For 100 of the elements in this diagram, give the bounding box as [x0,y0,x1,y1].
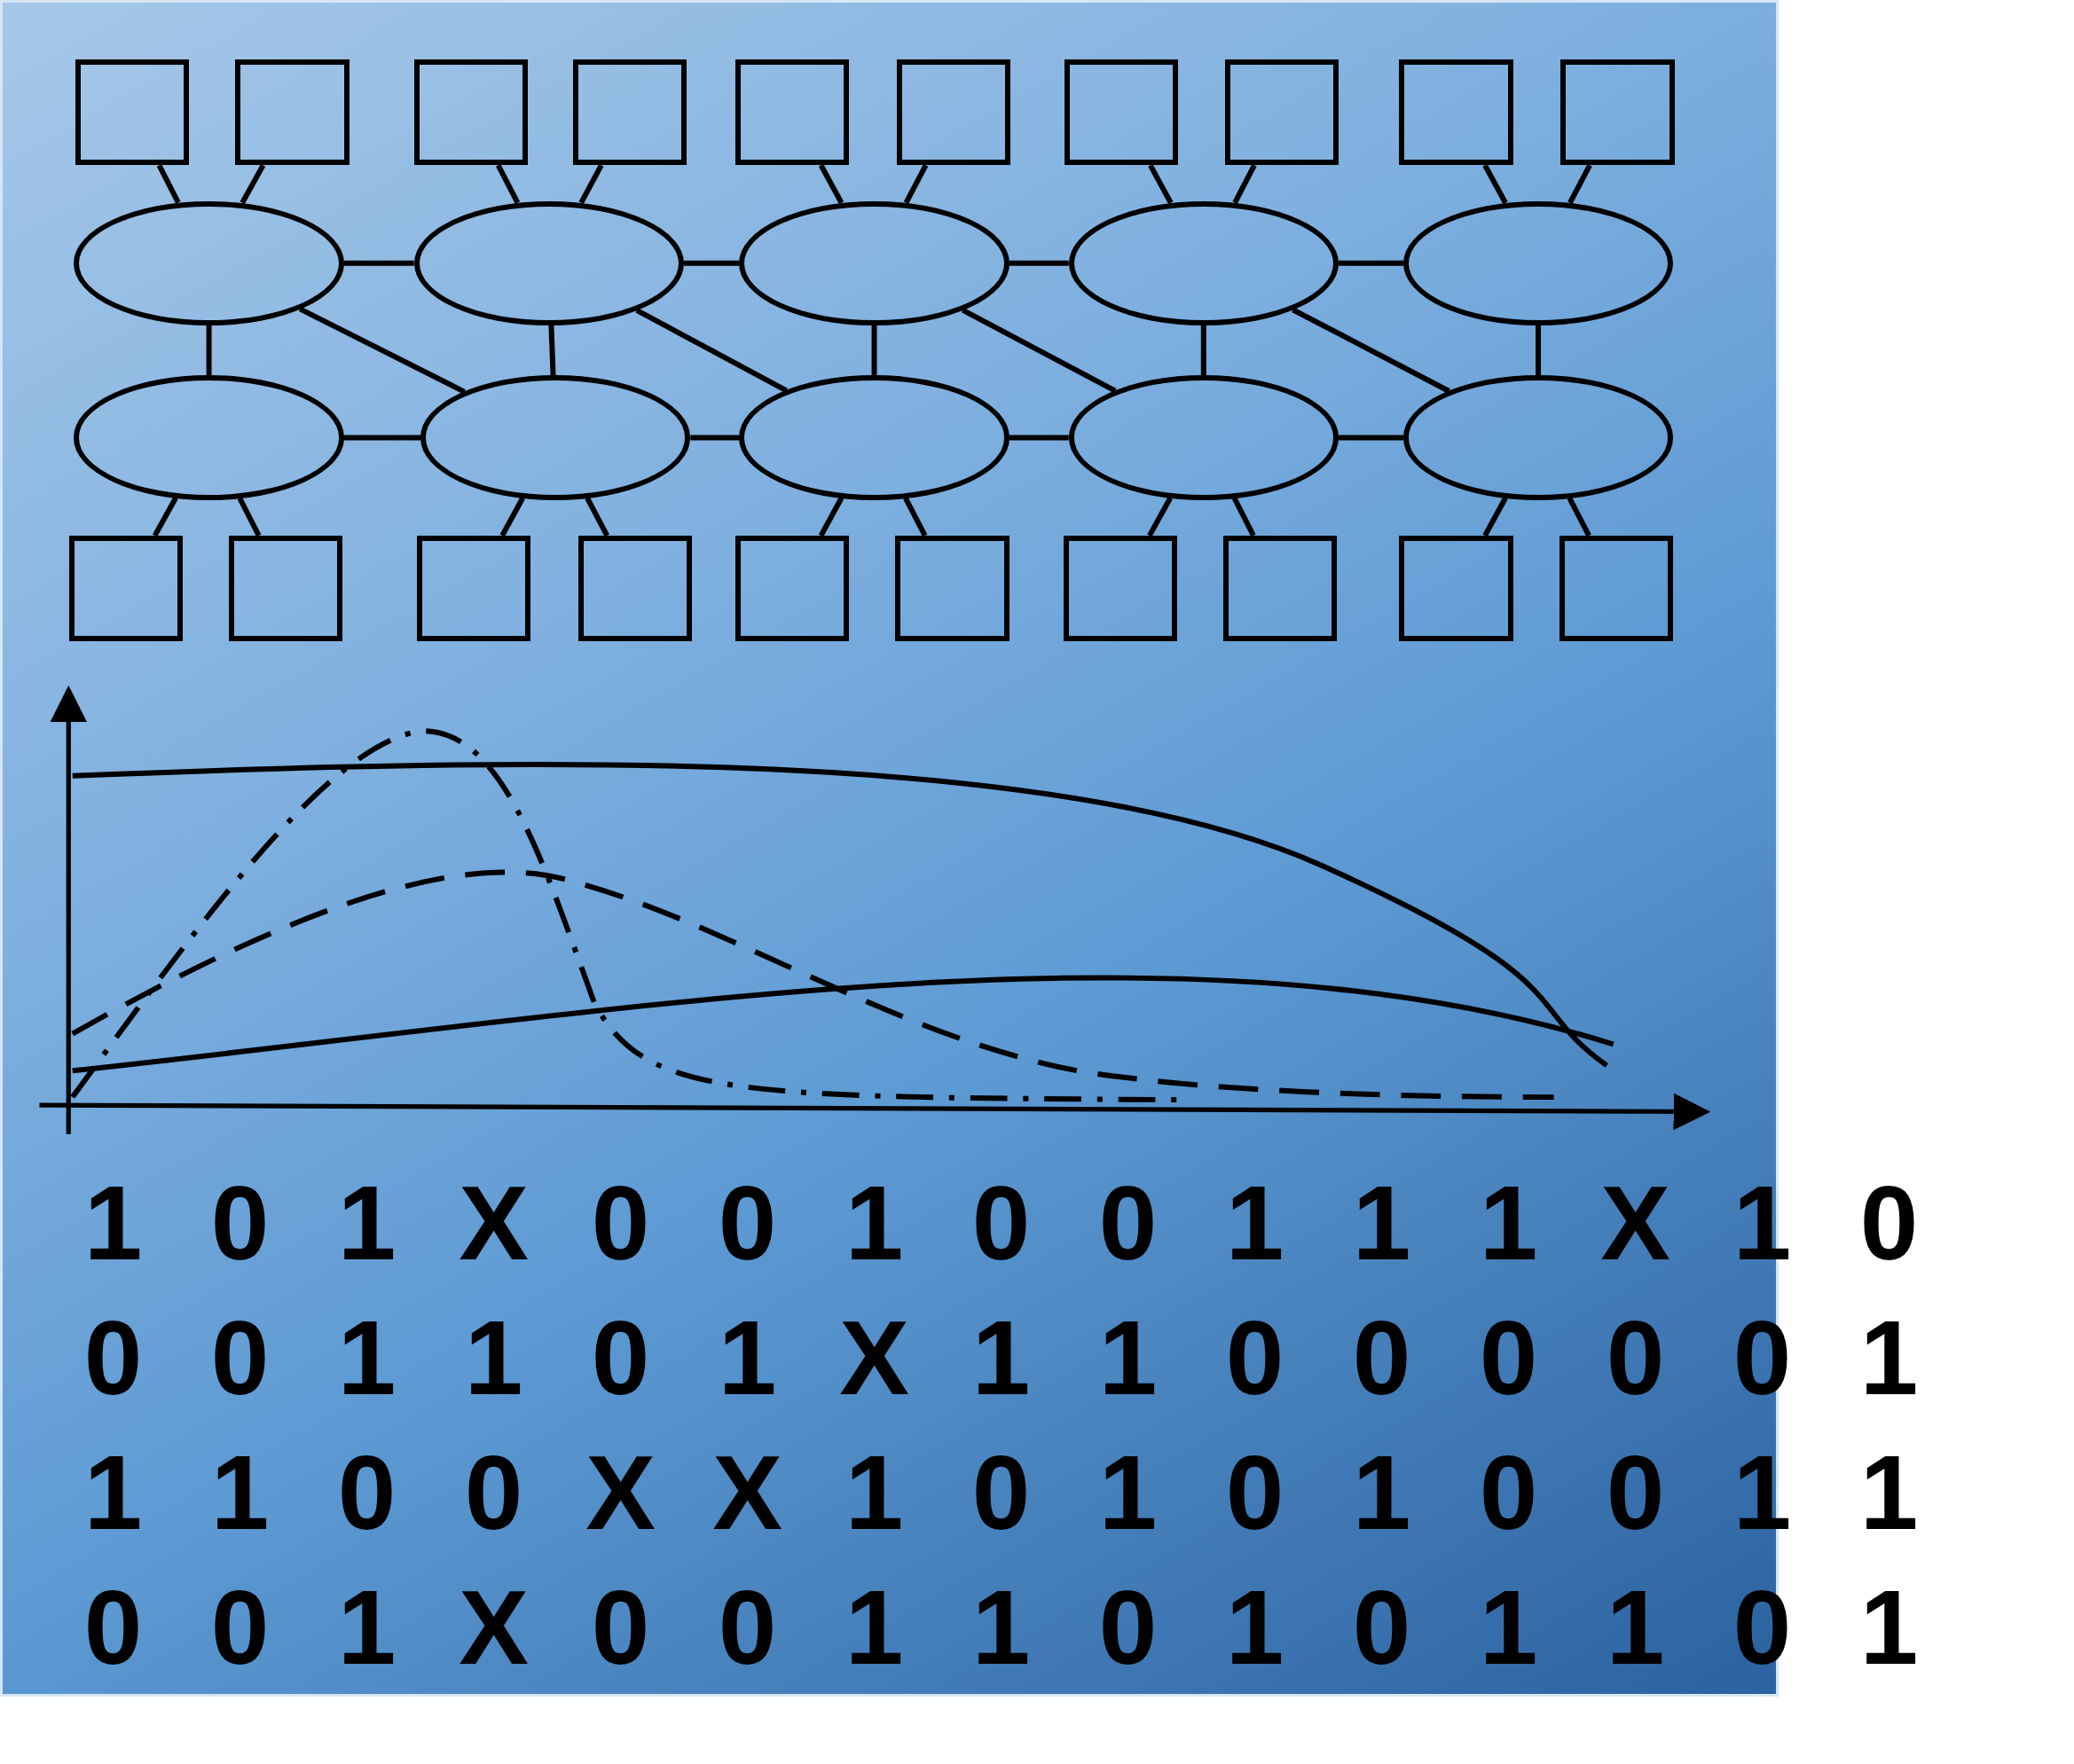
connector-line [1567,163,1592,204]
bit-label: 0 [1352,1305,1411,1410]
square-box [1399,535,1513,642]
square-box [1064,59,1179,166]
connector-line [240,163,266,205]
connector-line [1232,164,1257,204]
bit-label: 0 [1606,1440,1665,1545]
connector-line [1231,497,1256,537]
connector-line [1292,307,1450,394]
bit-label: 1 [1352,1440,1411,1545]
bit-label: 1 [1225,1575,1284,1680]
connector-line [298,306,466,395]
bit-label: X [712,1440,782,1545]
ellipse-node [1402,200,1674,325]
connector-line [1009,435,1069,441]
bit-label: 0 [591,1305,650,1410]
bit-label: 1 [1859,1305,1919,1410]
bit-label: 1 [718,1305,777,1410]
bit-label: 0 [337,1440,397,1545]
bit-label: 0 [591,1171,650,1275]
bit-label: 0 [1225,1305,1284,1410]
connector-line [1536,325,1542,376]
ellipse-node [739,200,1010,325]
connector-line [237,497,262,537]
bit-label: 0 [718,1171,777,1275]
bit-label: 1 [845,1440,904,1545]
square-box [235,59,350,166]
connector-line [496,164,521,204]
connector-line [903,497,928,537]
bit-label: X [459,1575,529,1680]
bit-label: 0 [1225,1440,1284,1545]
square-box [1224,59,1339,166]
bit-label: 1 [83,1171,143,1275]
bit-label: 0 [718,1575,777,1680]
bit-label: 1 [1479,1171,1538,1275]
ellipse-node [1068,375,1339,500]
connector-line [548,325,556,376]
ellipse-node [420,375,691,500]
bit-label: 0 [83,1575,143,1680]
bit-label: 1 [337,1171,397,1275]
ellipse-node [74,200,344,325]
bit-label: 1 [1225,1171,1284,1275]
connector-line [818,163,845,205]
bit-label: 0 [1352,1575,1411,1680]
connector-line [1567,497,1591,537]
square-box [1560,59,1675,166]
bit-label: 1 [464,1305,523,1410]
bit-label: 0 [210,1171,270,1275]
connector-line [1009,260,1069,266]
square-box [413,59,528,166]
connector-line [152,497,178,537]
bit-label: 1 [210,1440,270,1545]
connector-line [903,163,929,204]
bit-label: X [585,1440,656,1545]
connector-line [871,325,877,376]
bit-label: 1 [1479,1575,1538,1680]
square-box [735,535,850,642]
bit-label: 1 [1098,1305,1158,1410]
square-box [735,59,850,166]
connector-line [156,164,181,204]
bit-label: 1 [1098,1440,1158,1545]
square-box [68,535,183,642]
bit-label: 1 [1859,1575,1919,1680]
bit-label: X [459,1171,529,1275]
bit-label: 1 [845,1575,904,1680]
connector-line [343,435,421,441]
square-box [895,535,1010,642]
ellipse-node [413,200,684,325]
square-box [572,59,687,166]
square-box [1399,59,1513,166]
square-box [1063,535,1177,642]
connector-line [690,435,740,441]
square-box [416,535,530,642]
connector-line [499,497,525,537]
connector-line [1482,163,1508,205]
bit-label: 0 [464,1440,523,1545]
square-box [75,59,190,166]
bit-label: 1 [1859,1440,1919,1545]
ellipse-node [739,375,1010,500]
bit-label: X [1600,1171,1670,1275]
bit-label: 1 [337,1575,397,1680]
square-box [577,535,692,642]
connector-line [585,497,609,537]
connector-line [1147,497,1173,537]
connector-line [961,307,1117,394]
connector-line [1482,497,1508,537]
bit-label: X [839,1305,909,1410]
bit-label: 0 [1098,1575,1158,1680]
bit-label: 0 [210,1575,270,1680]
connector-line [578,163,604,205]
bit-label: 0 [83,1305,143,1410]
bit-label: 0 [1098,1171,1158,1275]
ellipse-node [74,375,344,500]
bit-label: 1 [337,1305,397,1410]
bit-label: 0 [971,1440,1031,1545]
connector-line [635,308,788,393]
bit-label: 1 [971,1305,1031,1410]
connector-line [343,260,414,266]
bit-label: 1 [83,1440,143,1545]
connector-line [818,497,845,537]
